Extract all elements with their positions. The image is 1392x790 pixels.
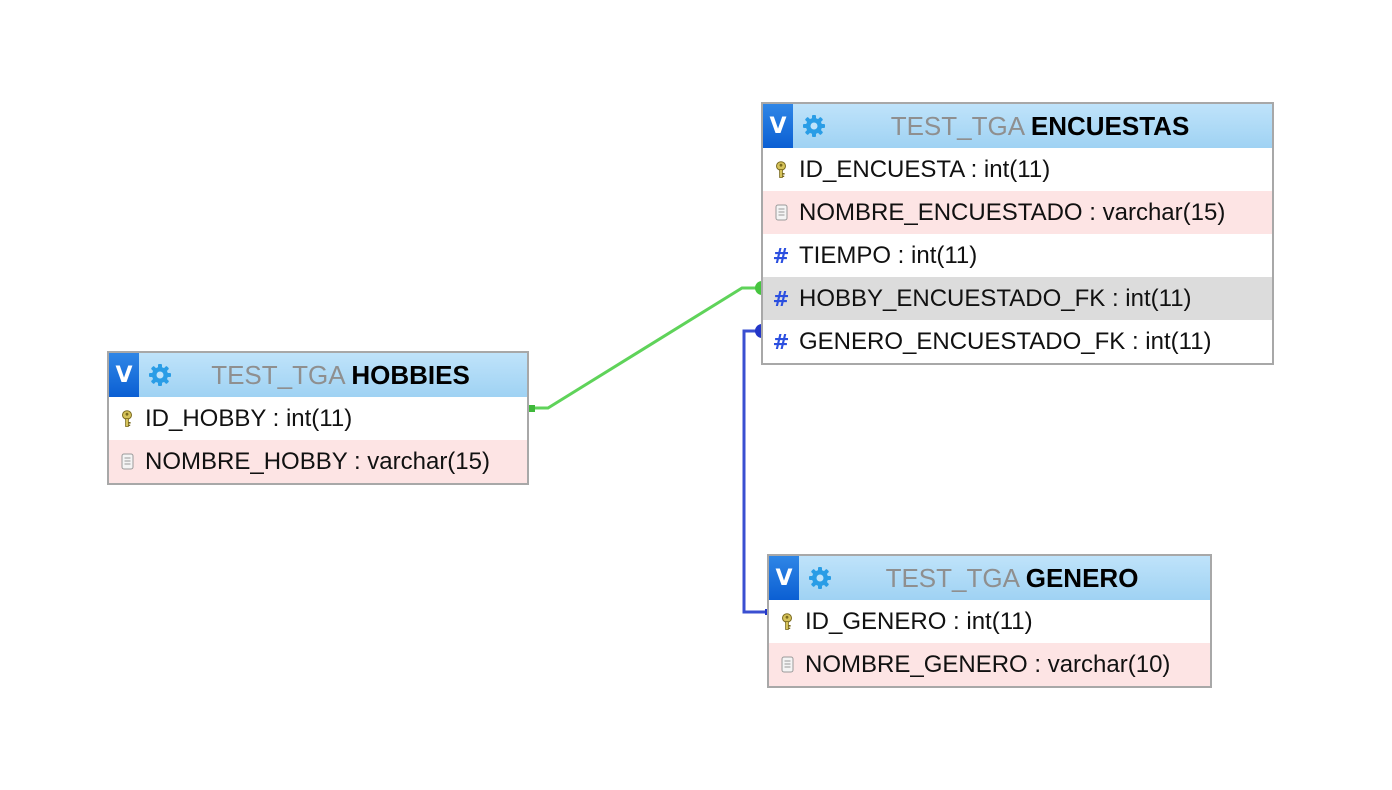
column-row[interactable]: # HOBBY_ENCUESTADO_FK : int(11) (763, 277, 1272, 320)
text-column-icon (771, 191, 791, 234)
table-db-name: TEST_TGA (890, 110, 1024, 141)
column-row[interactable]: ID_ENCUESTA : int(11) (763, 148, 1272, 191)
column-row[interactable]: NOMBRE_GENERO : varchar(10) (769, 643, 1210, 686)
column-label: GENERO_ENCUESTADO_FK : int(11) (799, 327, 1212, 355)
table-name: ENCUESTAS (1030, 110, 1190, 141)
key-icon (777, 600, 797, 643)
table-encuestas[interactable]: V T (761, 102, 1274, 365)
column-row[interactable]: ID_HOBBY : int(11) (109, 397, 527, 440)
relation-hobby-fk-end-marker (528, 405, 535, 412)
column-row[interactable]: NOMBRE_HOBBY : varchar(15) (109, 440, 527, 483)
table-title: TEST_TGA ENCUESTAS (828, 111, 1272, 142)
column-label: ID_GENERO : int(11) (805, 607, 1033, 635)
column-label: NOMBRE_GENERO : varchar(10) (805, 650, 1171, 678)
numeric-column-icon: # (772, 329, 790, 354)
column-label: TIEMPO : int(11) (799, 241, 978, 269)
table-db-name: TEST_TGA (885, 562, 1019, 593)
table-name: HOBBIES (351, 359, 470, 390)
column-row[interactable]: ID_GENERO : int(11) (769, 600, 1210, 643)
table-header[interactable]: V T (763, 104, 1272, 148)
relation-genero-fk-line[interactable] (742, 329, 768, 614)
key-icon (771, 148, 791, 191)
table-hobbies[interactable]: V T (107, 351, 529, 485)
key-icon (117, 397, 137, 440)
table-db-name: TEST_TGA (211, 359, 345, 390)
text-column-icon (117, 440, 137, 483)
relation-hobby-fk[interactable] (528, 281, 762, 412)
numeric-column-icon: # (772, 243, 790, 268)
column-row[interactable]: NOMBRE_ENCUESTADO : varchar(15) (763, 191, 1272, 234)
text-column-icon (777, 643, 797, 686)
column-label: ID_HOBBY : int(11) (145, 404, 353, 432)
column-label: NOMBRE_ENCUESTADO : varchar(15) (799, 198, 1226, 226)
numeric-column-icon: # (772, 286, 790, 311)
table-header[interactable]: V T (769, 556, 1210, 600)
collapse-toggle-button[interactable]: V (769, 556, 799, 600)
collapse-toggle-button[interactable]: V (109, 353, 139, 397)
table-genero[interactable]: V T (767, 554, 1212, 688)
table-title: TEST_TGA HOBBIES (174, 360, 527, 391)
table-title: TEST_TGA GENERO (834, 563, 1210, 594)
gear-icon[interactable] (146, 361, 174, 389)
gear-icon[interactable] (800, 112, 828, 140)
column-row[interactable]: # TIEMPO : int(11) (763, 234, 1272, 277)
table-name: GENERO (1025, 562, 1139, 593)
relation-hobby-fk-line[interactable] (530, 286, 758, 410)
gear-icon[interactable] (806, 564, 834, 592)
collapse-toggle-button[interactable]: V (763, 104, 793, 148)
column-label: NOMBRE_HOBBY : varchar(15) (145, 447, 490, 475)
column-label: HOBBY_ENCUESTADO_FK : int(11) (799, 284, 1192, 312)
column-row[interactable]: # GENERO_ENCUESTADO_FK : int(11) (763, 320, 1272, 363)
column-label: ID_ENCUESTA : int(11) (799, 155, 1051, 183)
table-header[interactable]: V T (109, 353, 527, 397)
